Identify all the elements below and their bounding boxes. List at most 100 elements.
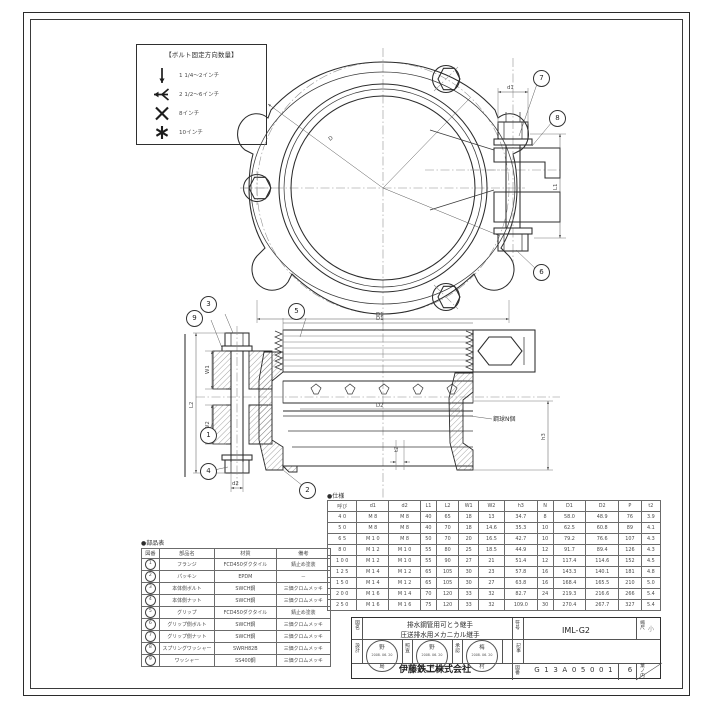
spec-cell-value: 75: [420, 599, 437, 611]
dim-W2-text: W2: [205, 421, 211, 430]
company-name: 伊藤鉄工株式会社: [398, 665, 471, 675]
stamp-approve: 梅 2008. 06. 20 村: [466, 640, 498, 672]
spec-cell-value: 33: [458, 599, 479, 611]
note-steel-balls-text: 鋼球N個: [493, 415, 516, 423]
parts-cell-material: SWCH鋼: [214, 594, 277, 608]
spec-cell-value: 30: [458, 566, 479, 578]
right-detail-view: d1 L1: [425, 58, 566, 270]
dim-h3-text: h3: [541, 433, 547, 440]
spec-cell-value: 5.4: [640, 588, 662, 600]
stamp-design-top: 野: [379, 645, 385, 651]
spec-cell-value: 8: [536, 511, 554, 523]
legend-label-2: 2 1/2～6インチ: [179, 92, 220, 98]
spec-cell-value: 51.4: [503, 555, 538, 567]
spec-cell-value: 89.4: [585, 544, 620, 556]
dim-W1-text: W1: [205, 365, 211, 374]
spec-cell-value: 327: [618, 599, 642, 611]
bolt-boss-left: [240, 171, 274, 205]
drawing-frame-inner: [30, 19, 683, 689]
spec-cell-value: 117.4: [552, 555, 587, 567]
spec-header-7: h3: [503, 500, 538, 512]
spec-cell-value: 266: [618, 588, 642, 600]
dim-D-text: D: [328, 135, 335, 142]
parts-number-circle: 7: [144, 631, 156, 643]
spec-cell-value: 55: [420, 555, 437, 567]
spec-cell-value: 30: [536, 599, 554, 611]
spec-cell-value: 14.6: [477, 522, 505, 534]
spec-cell-value: 76: [618, 511, 642, 523]
spec-cell-value: 12: [536, 555, 554, 567]
spec-cell-value: 5.0: [640, 577, 662, 589]
spec-cell-size: 1 0 0: [326, 555, 358, 567]
parts-cell-remark: 錆止め塗装: [275, 558, 332, 572]
spec-cell-value: 30: [458, 577, 479, 589]
spec-cell-value: 5.4: [640, 599, 662, 611]
stamp-approve-date: 2008. 06. 20: [471, 653, 493, 657]
label-drawing-name: 図名: [355, 621, 360, 632]
dim-d2-text: d2: [232, 481, 239, 487]
arrow-single-icon: [151, 67, 173, 84]
parts-cell-material: SWCH鋼: [214, 618, 277, 632]
spec-cell-value: 120: [435, 588, 460, 600]
spec-cell-value: 89: [618, 522, 642, 534]
spec-cell-value: 34.7: [503, 511, 538, 523]
spec-cell-value: 105: [435, 577, 460, 589]
spec-cell-size: 1 5 0: [326, 577, 358, 589]
ball-pockets: [310, 383, 458, 395]
label-scale: 縮尺: [640, 621, 645, 632]
spec-cell-value: 24: [536, 588, 554, 600]
section-view: W1 W2 L2 d2 D1 D2 h3: [184, 313, 560, 500]
stamp-design-bottom: 島: [379, 664, 385, 670]
spec-cell-value: 109.0: [503, 599, 538, 611]
parts-cell-name: グリップ: [158, 606, 216, 620]
stamp-check-bottom: 島: [429, 664, 435, 670]
spec-cell-value: 27: [458, 555, 479, 567]
spec-cell-size: 5 0: [326, 522, 358, 534]
drawing-number-value: G 1 3 A 0 5 0 0 1: [534, 666, 614, 674]
balloon-2: 2: [299, 482, 316, 499]
spec-cell-value: M 8: [356, 511, 390, 523]
dim-D1-front-text: D1: [376, 312, 384, 318]
label-note: 記事: [516, 644, 521, 655]
spec-cell-value: M 1 4: [356, 566, 390, 578]
label-design: 設計: [355, 644, 360, 655]
parts-table-caption: ●部品表: [141, 540, 165, 547]
legend-row-1: 1 1/4～2インチ: [145, 67, 263, 84]
spec-cell-value: 16: [536, 566, 554, 578]
spec-cell-value: M 1 0: [388, 544, 422, 556]
bolt-boss-upper-right: [431, 64, 461, 94]
spec-header-3: L1: [420, 500, 437, 512]
stamp-check: 野 2008. 06. 20 島: [416, 640, 448, 672]
spec-cell-value: 21: [477, 555, 505, 567]
spec-cell-value: 120: [435, 599, 460, 611]
stamp-design-date: 2008. 06. 20: [371, 653, 393, 657]
scale-value: 小: [648, 626, 655, 633]
sheet-diagonal: [635, 662, 663, 681]
stamp-approve-top: 梅: [479, 645, 485, 651]
parts-cell-remark: 三価クロムメッキ: [275, 582, 332, 596]
spec-cell-size: 1 2 5: [326, 566, 358, 578]
spec-cell-value: 13: [477, 511, 505, 523]
revision-value: 6: [627, 666, 633, 674]
arrow-triple-icon: [151, 86, 173, 103]
spec-cell-value: 168.4: [552, 577, 587, 589]
stamp-approve-bottom: 村: [479, 664, 485, 670]
balloon-6: 6: [533, 264, 550, 281]
spec-cell-size: 6 5: [326, 533, 358, 545]
parts-cell-remark: 錆止め塗装: [275, 606, 332, 620]
legend-row-4: 10インチ: [145, 124, 263, 141]
spec-cell-value: 10: [536, 522, 554, 534]
dim-D2-text: D2: [376, 403, 384, 409]
spec-cell-value: 126: [618, 544, 642, 556]
spec-cell-value: 23: [477, 566, 505, 578]
drawing-name-line1: 排水鋼管用可とう継手: [407, 621, 473, 629]
